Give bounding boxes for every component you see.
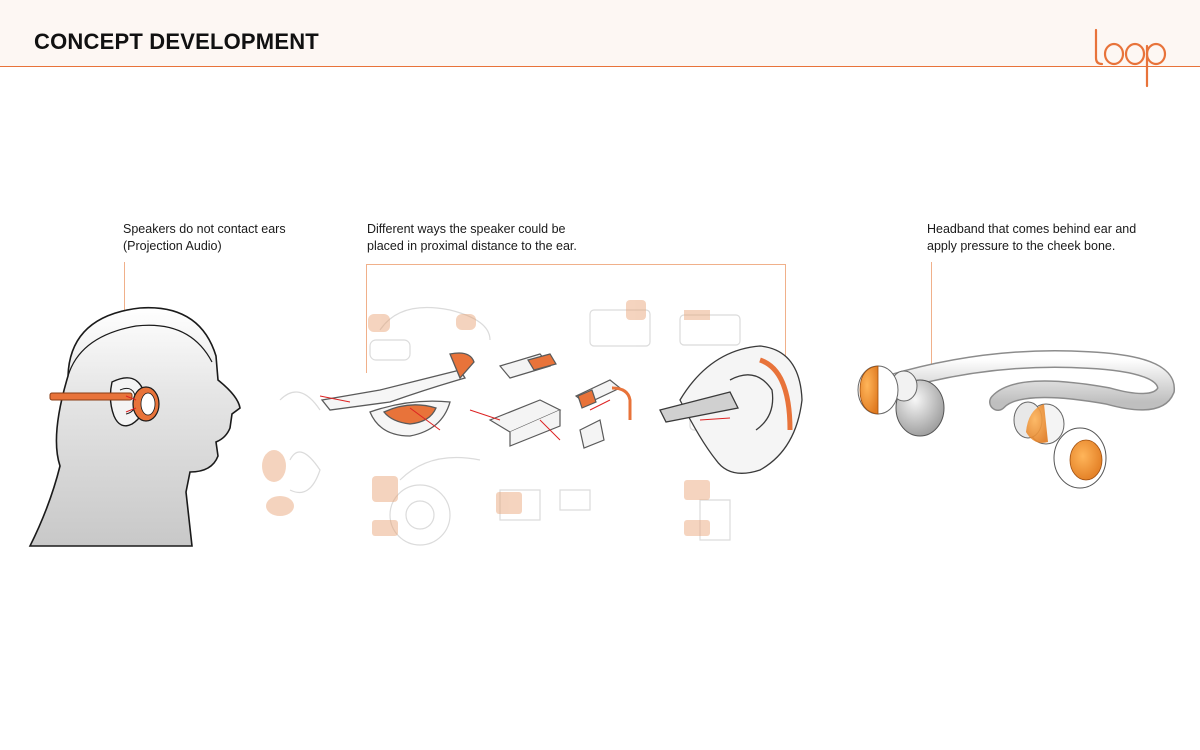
annotation-line: apply pressure to the cheek bone. <box>927 239 1116 253</box>
headband-illustration <box>857 350 1175 489</box>
annotation-headband: Headband that comes behind ear and apply… <box>927 221 1136 255</box>
annotation-speaker-placement: Different ways the speaker could be plac… <box>367 221 577 255</box>
head-profile-illustration <box>28 306 241 547</box>
loop-logo-icon <box>1094 28 1167 88</box>
annotation-line: Headband that comes behind ear and <box>927 222 1137 236</box>
leader-line <box>931 262 932 380</box>
annotation-bracket <box>366 264 786 373</box>
header-bar: CONCEPT DEVELOPMENT <box>0 0 1200 88</box>
annotation-line: Speakers do not contact ears <box>123 222 286 236</box>
annotation-projection-audio: Speakers do not contact ears (Projection… <box>123 221 286 255</box>
annotation-line: (Projection Audio) <box>123 239 222 253</box>
annotation-line: Different ways the speaker could be <box>367 222 566 236</box>
sketches-illustration <box>262 300 803 546</box>
page-title: CONCEPT DEVELOPMENT <box>34 29 319 54</box>
annotation-line: placed in proximal distance to the ear. <box>367 239 577 253</box>
